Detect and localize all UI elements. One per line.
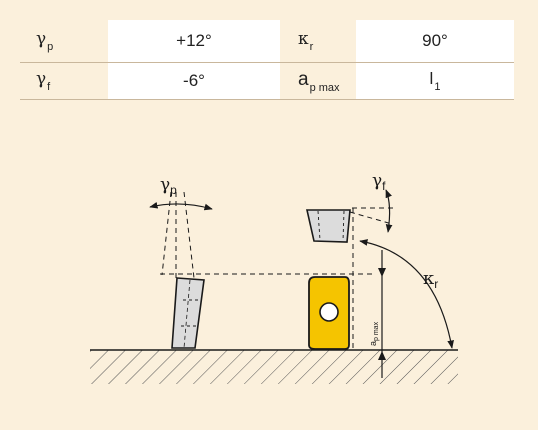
label-gamma-p: γp — [160, 175, 177, 197]
label-kappa-r: κr — [423, 268, 438, 291]
symbol-gamma-p: γp — [20, 20, 106, 63]
top-view-insert — [305, 209, 351, 243]
workpiece — [90, 350, 458, 384]
value-gamma-p: +12° — [108, 20, 280, 63]
value-kappa-r: 90° — [356, 20, 514, 63]
label-gamma-f: γf — [372, 171, 386, 193]
symbol-ap-max: ap max — [282, 62, 354, 100]
gamma-f-line — [349, 211, 393, 225]
insert-screw-hole — [319, 302, 339, 322]
gamma-p-inclined — [183, 191, 195, 279]
side-view-insert — [171, 277, 205, 349]
table-row: γf -6° ap max l1 — [20, 62, 514, 100]
label-ap-max: ap max — [368, 321, 380, 346]
parameter-table: γp +12° κr 90° γf -6° ap max l1 — [20, 20, 514, 100]
symbol-gamma-f: γf — [20, 62, 106, 100]
gamma-f-angle-arc — [385, 189, 393, 233]
value-ap-max: l1 — [356, 62, 514, 100]
value-gamma-f: -6° — [108, 62, 280, 100]
front-view-insert — [308, 276, 350, 350]
symbol-kappa-r: κr — [282, 20, 354, 63]
table-row: γp +12° κr 90° — [20, 20, 514, 63]
kappa-r-angle-arc — [359, 239, 454, 349]
gamma-p-angle-arc — [149, 202, 213, 211]
